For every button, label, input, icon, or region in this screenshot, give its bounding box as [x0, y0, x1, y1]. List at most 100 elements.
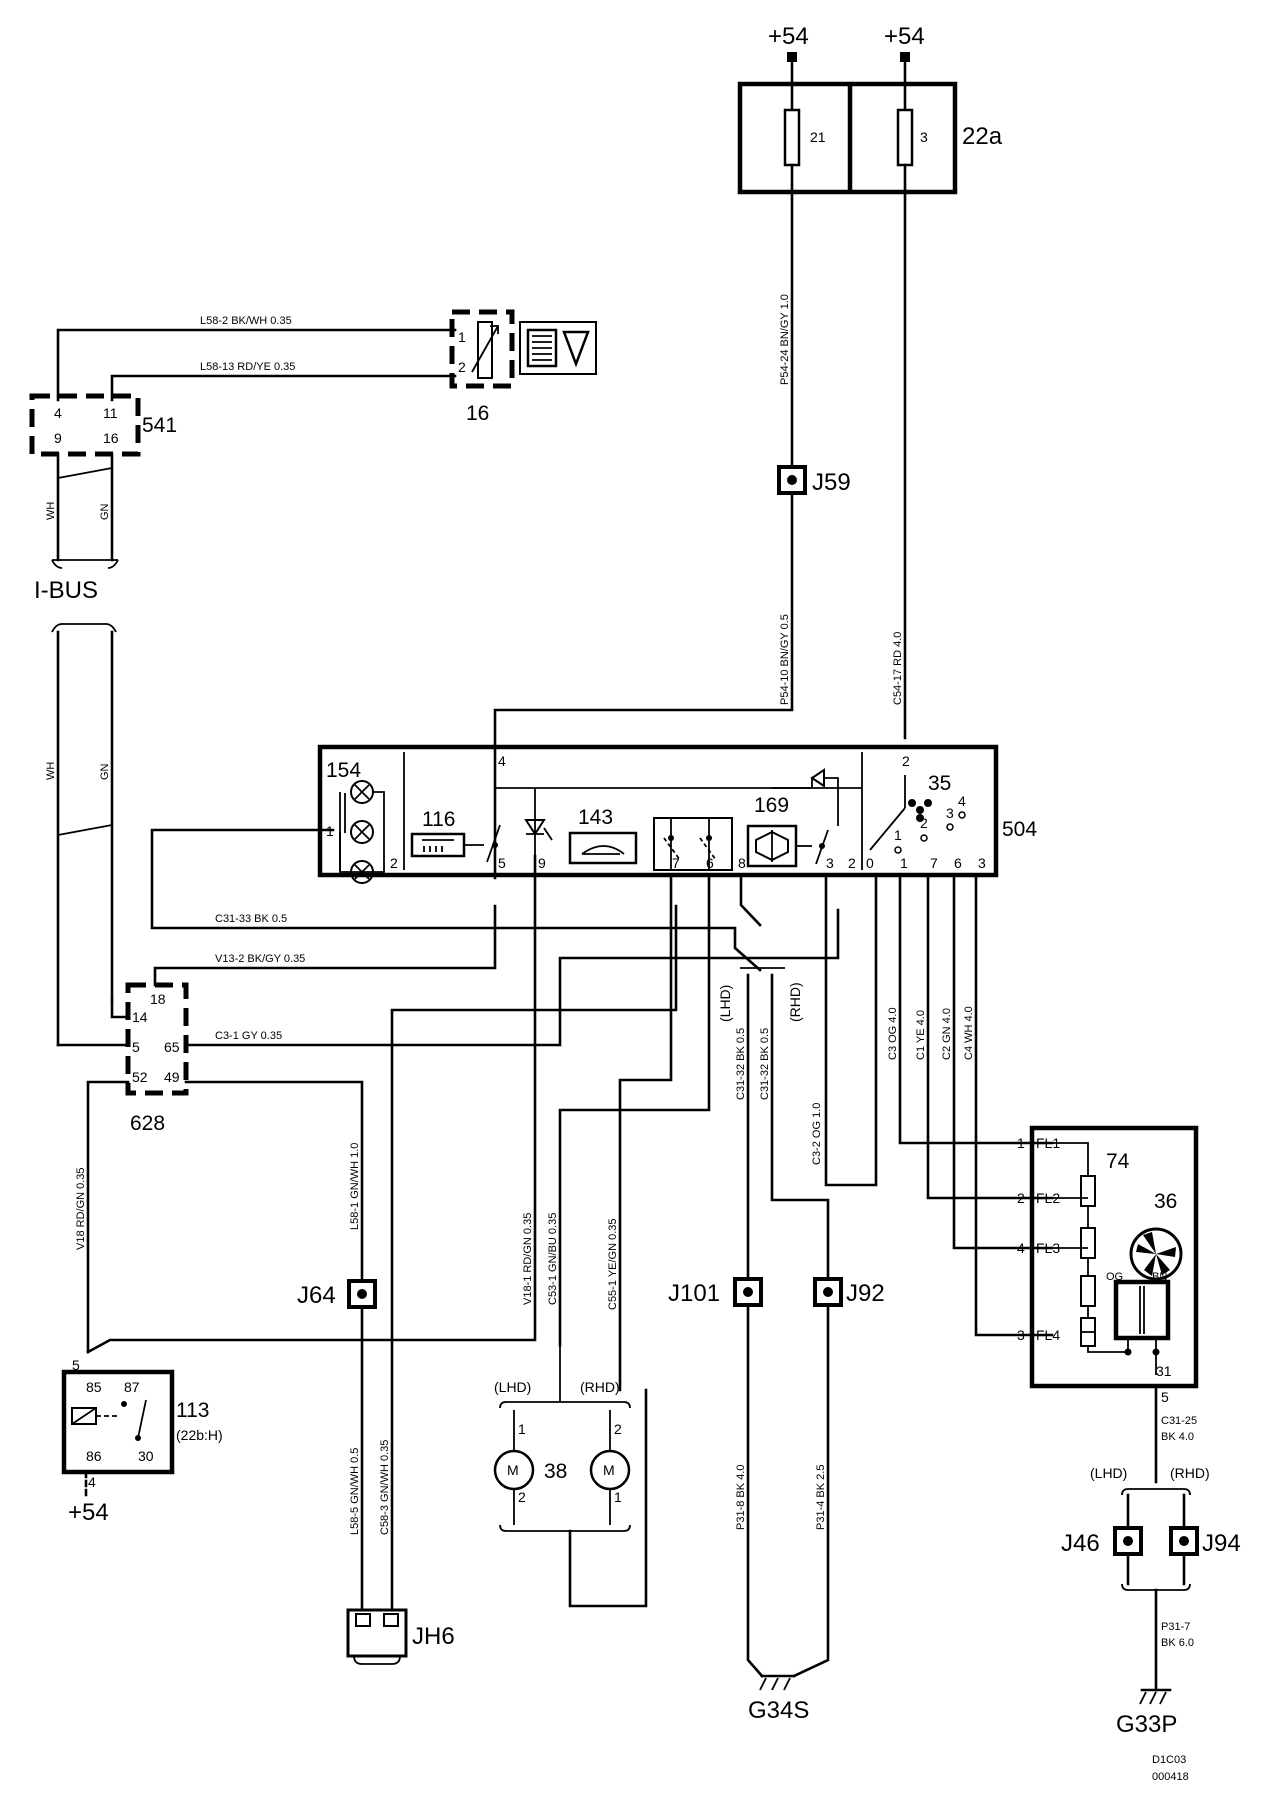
motor-38: (LHD) (RHD) 1 2 M M 38 2 1 [493, 1345, 631, 1532]
fan-switch-35-label: 35 [928, 772, 951, 795]
svg-text:3: 3 [946, 805, 954, 821]
motor-38-id: 38 [544, 1460, 567, 1483]
svg-text:J94: J94 [1202, 1530, 1241, 1557]
svg-text:1: 1 [326, 823, 334, 839]
svg-text:49: 49 [164, 1069, 180, 1085]
wire-label-l58-2: L58-2 BK/WH 0.35 [200, 315, 292, 327]
wire-label-p31-8: P31-8 BK 4.0 [735, 1465, 747, 1530]
svg-text:J101: J101 [668, 1280, 720, 1307]
svg-text:2: 2 [920, 815, 928, 831]
module-628: 18 14 5 65 52 49 628 [125, 982, 189, 1135]
wire-label-p31-4: P31-4 BK 2.5 [815, 1465, 827, 1530]
svg-text:5: 5 [72, 1357, 80, 1373]
wire-label-v13-2: V13-2 BK/GY 0.35 [215, 953, 305, 965]
panel-504-id: 504 [1002, 818, 1037, 841]
svg-text:2: 2 [614, 1421, 622, 1437]
svg-text:9: 9 [54, 430, 62, 446]
fuse-21-label: 21 [810, 129, 826, 145]
svg-text:2: 2 [518, 1489, 526, 1505]
svg-text:65: 65 [164, 1039, 180, 1055]
svg-text:M: M [603, 1462, 615, 1478]
fan-icon [908, 799, 932, 822]
svg-text:J59: J59 [812, 469, 851, 496]
svg-text:1: 1 [458, 329, 466, 345]
svg-text:GN: GN [99, 503, 111, 520]
wire-label-v18-1: V18-1 RD/GN 0.35 [522, 1213, 534, 1305]
svg-text:0: 0 [866, 855, 874, 871]
wire-label-c31-32-rhd: C31-32 BK 0.5 [759, 1028, 771, 1100]
svg-text:FL3: FL3 [1036, 1240, 1060, 1256]
connector-j64: J64 [297, 1279, 377, 1309]
supply-label-right: +54 [884, 23, 925, 50]
fuse-3-label: 3 [920, 129, 928, 145]
wire-label-v18: V18 RD/GN 0.35 [75, 1167, 87, 1250]
svg-text:G33P: G33P [1116, 1711, 1177, 1738]
wire-label-c58-3: C58-3 GN/WH 0.35 [379, 1440, 391, 1535]
svg-text:1: 1 [614, 1489, 622, 1505]
svg-text:OG: OG [1106, 1271, 1123, 1283]
wire-label-c2: C2 GN 4.0 [941, 1008, 953, 1060]
svg-text:FL4: FL4 [1036, 1327, 1060, 1343]
resistor-74: 74 1 2 4 3 FL1 FL2 FL3 FL4 36 OG BN 31 [1017, 1125, 1199, 1389]
svg-text:BK 6.0: BK 6.0 [1161, 1637, 1194, 1649]
svg-text:FL2: FL2 [1036, 1190, 1060, 1206]
panel-504: 504 154 1 116 4 [317, 710, 1037, 884]
rear-heat-116-label: 116 [422, 808, 455, 831]
connector-j101: J101 [668, 1277, 763, 1307]
svg-text:1: 1 [518, 1421, 526, 1437]
svg-text:7: 7 [672, 855, 680, 871]
svg-text:2: 2 [390, 855, 398, 871]
recirc-143-label: 143 [578, 806, 613, 829]
fuse-box-22a: +54 +54 21 3 22a [737, 23, 1003, 195]
wire-label-c3-1: C3-1 GY 0.35 [215, 1030, 282, 1042]
svg-text:14: 14 [132, 1009, 148, 1025]
relay-113-id: 113 [176, 1399, 209, 1422]
connector-j92: J92 [813, 1277, 885, 1307]
lamps-154-label: 154 [326, 759, 361, 782]
ac-169-label: 169 [754, 794, 789, 817]
svg-text:J92: J92 [846, 1280, 885, 1307]
connector-jh6: JH6 [346, 1608, 455, 1665]
fan-36-label: 36 [1154, 1190, 1177, 1213]
wire-label-c4: C4 WH 4.0 [963, 1006, 975, 1060]
ground-split-j46-j94: (LHD) (RHD) J46 J94 [1061, 1465, 1241, 1591]
svg-text:GN: GN [99, 763, 111, 780]
svg-text:J64: J64 [297, 1282, 336, 1309]
svg-text:18: 18 [150, 991, 166, 1007]
svg-text:WH: WH [45, 502, 57, 520]
svg-text:6: 6 [954, 855, 962, 871]
fuse-3 [896, 108, 914, 167]
supply-terminal-right [900, 52, 910, 62]
wire-label-p31-7: P31-7 [1161, 1621, 1190, 1633]
wire-label-c31-33: C31-33 BK 0.5 [215, 913, 287, 925]
svg-text:4: 4 [498, 753, 506, 769]
svg-text:(RHD): (RHD) [1170, 1465, 1210, 1481]
svg-text:(LHD): (LHD) [1090, 1465, 1127, 1481]
svg-text:(RHD): (RHD) [787, 982, 803, 1022]
svg-text:4: 4 [1017, 1240, 1025, 1256]
svg-text:FL1: FL1 [1036, 1135, 1060, 1151]
wire-label-c31-32-lhd: C31-32 BK 0.5 [735, 1028, 747, 1100]
fuse-21 [783, 108, 801, 167]
wire-label-p54-24: P54-24 BN/GY 1.0 [779, 294, 791, 385]
footer-code-2: 000418 [1152, 1771, 1189, 1783]
svg-text:4: 4 [958, 793, 966, 809]
wire-label-c55-1: C55-1 YE/GN 0.35 [607, 1218, 619, 1310]
svg-text:1: 1 [894, 827, 902, 843]
module-541: 4 11 9 16 541 [29, 393, 177, 457]
relay-supply-label: +54 [68, 1499, 109, 1526]
wire-label-l58-1: L58-1 GN/WH 1.0 [349, 1143, 361, 1230]
svg-text:3: 3 [1017, 1327, 1025, 1343]
ground-g33p: G33P [1116, 1688, 1177, 1738]
recirc-icon [568, 831, 638, 865]
svg-text:16: 16 [103, 430, 119, 446]
module-541-id: 541 [142, 414, 177, 437]
svg-text:BN: BN [1152, 1271, 1167, 1283]
svg-text:JH6: JH6 [412, 1623, 455, 1650]
wire-label-c3: C3 OG 4.0 [887, 1007, 899, 1060]
svg-text:87: 87 [124, 1379, 140, 1395]
svg-text:(LHD): (LHD) [494, 1379, 531, 1395]
svg-text:30: 30 [138, 1448, 154, 1464]
svg-text:(RHD): (RHD) [580, 1379, 620, 1395]
svg-text:31: 31 [1156, 1363, 1172, 1379]
